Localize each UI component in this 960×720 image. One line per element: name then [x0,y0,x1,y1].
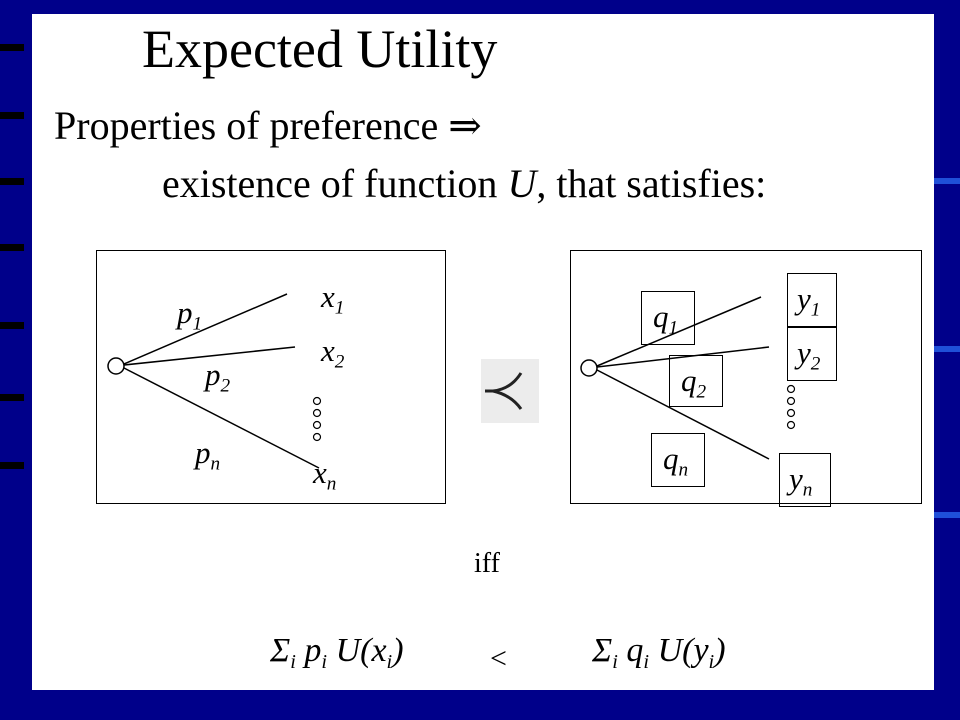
outcome-label: yn [789,461,813,501]
border-stripe [0,462,24,469]
slide-title: Expected Utility [142,19,498,79]
function-variable: U [507,161,537,206]
prob-label: qn [663,441,689,481]
outcome-box [787,327,837,381]
prob-label: pn [195,435,221,475]
prob-box [669,355,723,407]
outcome-label: y2 [797,335,821,375]
outcome-box [779,453,831,507]
prob-box [651,433,705,487]
prob-label: q1 [653,299,679,339]
right-tree-branches [580,296,796,460]
border-stripe [0,112,24,119]
accent-stripe [934,178,960,184]
left-lottery-tree: p1 p2 pn x1 x2 xn [96,250,446,504]
accent-stripe [934,346,960,352]
prob-label: p2 [205,357,231,397]
formula-right: Σi qi U(yi) [592,632,726,674]
prec-curve-icon [485,372,523,410]
preceq-symbol [481,359,539,423]
bullet-line-2: existence of function U, that satisfies: [162,164,766,204]
formula-left: Σi pi U(xi) [270,632,404,674]
border-stripe [0,44,24,51]
slide: Expected Utility Properties of preferenc… [32,14,934,690]
line2-suffix: , that satisfies: [536,161,767,206]
bullet-line-1: Properties of preference ⇒ [54,103,482,148]
left-tree-branches [107,293,322,469]
outcome-label: x1 [321,279,345,319]
prob-label: q2 [681,363,707,403]
outcome-label: x2 [321,333,345,373]
prob-box [641,291,695,345]
accent-stripe [934,512,960,518]
outcome-box [787,273,837,327]
right-lottery-tree: q1 q2 qn y1 y2 yn [570,250,922,507]
outcome-label: y1 [797,281,821,321]
border-stripe [0,322,24,329]
prob-label: p1 [177,295,203,335]
line2-prefix: existence of function [162,161,508,206]
less-than-symbol: < [490,642,507,675]
border-stripe [0,244,24,251]
outcome-label: xn [313,455,337,495]
border-stripe [0,178,24,185]
border-stripe [0,394,24,401]
iff-label: iff [474,548,500,579]
